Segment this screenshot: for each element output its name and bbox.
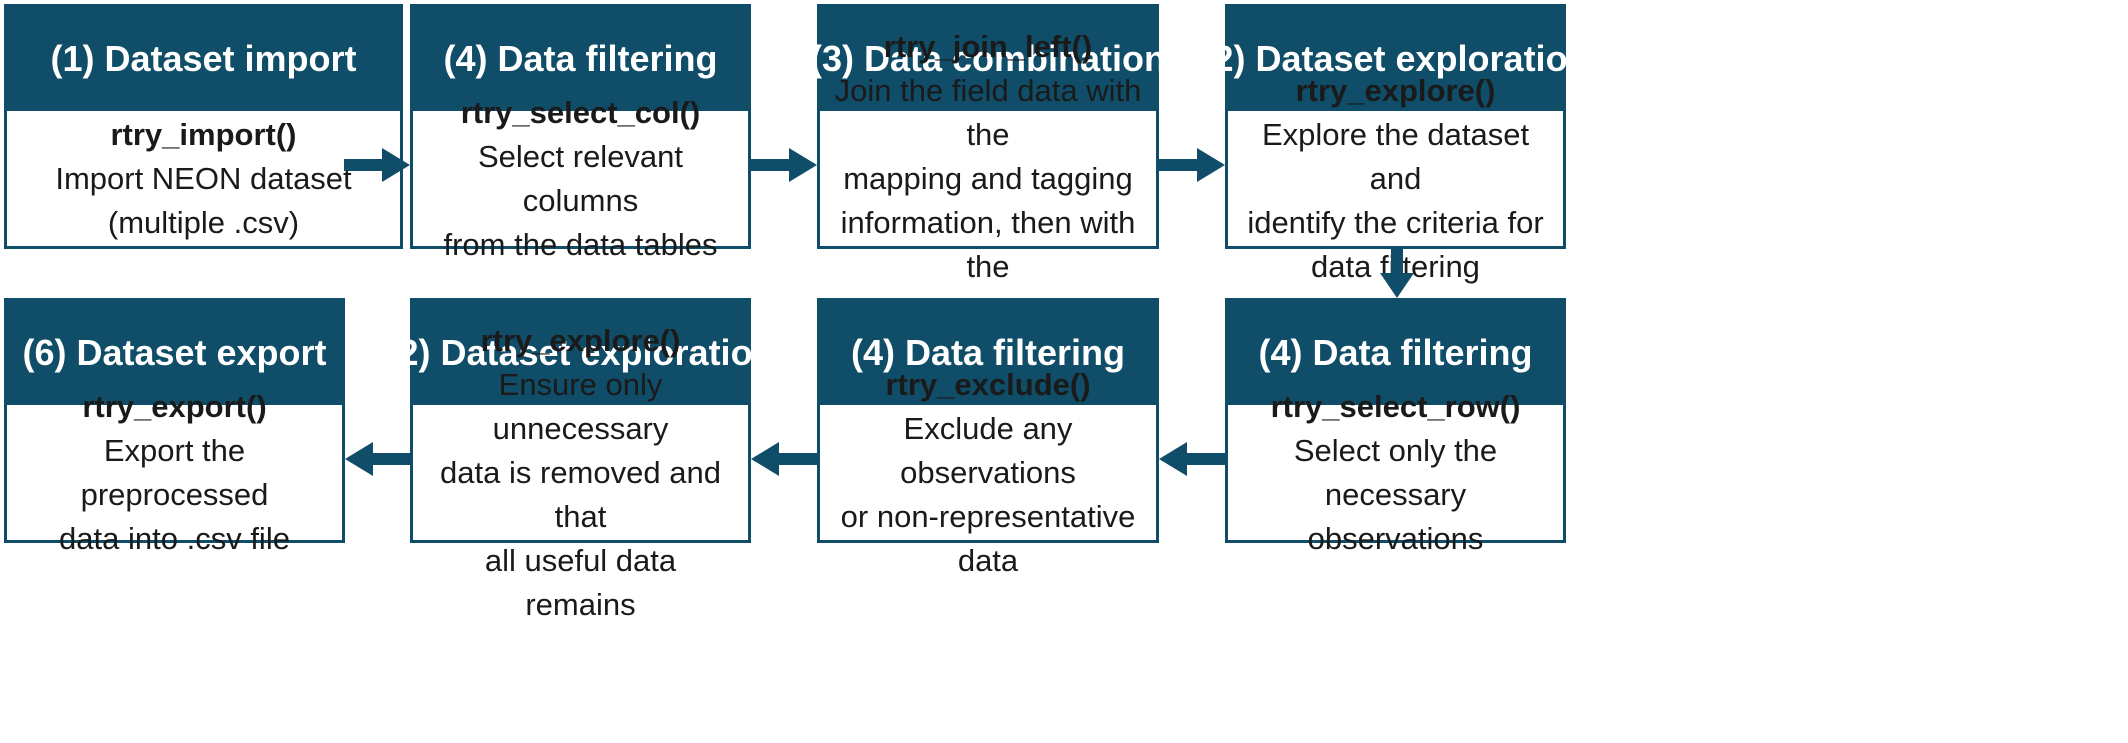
step-body: rtry_import() Import NEON dataset (multi… [7, 111, 400, 246]
step-function: rtry_export() [82, 388, 267, 424]
step-dataset-export: (6) Dataset export rtry_export() Export … [4, 298, 345, 556]
arrow-left-icon [751, 442, 817, 476]
step-dataset-exploration-final: (2) Dataset exploration rtry_explore() E… [386, 298, 775, 622]
step-body: rtry_exclude() Exclude any observations … [820, 367, 1156, 578]
step-data-filtering-rows: (4) Data filtering rtry_select_row() Sel… [1225, 298, 1566, 556]
step-title: (2) Dataset exploration [1201, 7, 1590, 111]
step-data-filtering-columns: (4) Data filtering rtry_select_col() Sel… [410, 4, 751, 262]
step-title: (3) Data combination [810, 7, 1166, 111]
step-body: rtry_explore() Ensure only unnecessary d… [413, 323, 748, 622]
step-function: rtry_explore() [480, 322, 681, 358]
step-description: Select relevant columns from the data ta… [443, 138, 718, 262]
step-description: Import NEON dataset (multiple .csv) [55, 160, 352, 240]
step-body: rtry_join_left() Join the field data wit… [820, 29, 1156, 328]
step-body: rtry_select_col() Select relevant column… [413, 95, 748, 262]
step-title: (6) Dataset export [7, 301, 342, 405]
step-title: (4) Data filtering [413, 7, 748, 111]
step-dataset-exploration-initial: (2) Dataset exploration rtry_explore() E… [1201, 4, 1590, 284]
step-data-filtering-exclude: (4) Data filtering rtry_exclude() Exclud… [817, 298, 1159, 578]
step-description: Exclude any observations or non-represen… [840, 410, 1136, 578]
step-function: rtry_select_row() [1270, 388, 1521, 424]
step-title: (1) Dataset import [7, 7, 400, 111]
step-function: rtry_explore() [1295, 72, 1496, 108]
step-body: rtry_select_row() Select only the necess… [1228, 389, 1563, 556]
step-function: rtry_join_left() [883, 28, 1093, 64]
step-function: rtry_exclude() [885, 366, 1091, 402]
arrow-left-icon [1159, 442, 1225, 476]
arrow-left-icon [345, 442, 410, 476]
step-description: Ensure only unnecessary data is removed … [440, 366, 721, 622]
step-title: (2) Dataset exploration [386, 301, 775, 405]
step-function: rtry_import() [110, 116, 297, 152]
step-title: (4) Data filtering [1228, 301, 1563, 405]
arrow-right-icon [751, 148, 817, 182]
arrow-right-icon [344, 148, 410, 182]
arrow-down-icon [1380, 249, 1414, 298]
step-data-combination: (3) Data combination rtry_join_left() Jo… [810, 4, 1166, 328]
step-description: Explore the dataset and identify the cri… [1247, 116, 1544, 284]
step-body: rtry_explore() Explore the dataset and i… [1228, 73, 1563, 284]
step-title: (4) Data filtering [820, 301, 1156, 405]
arrow-right-icon [1159, 148, 1225, 182]
step-function: rtry_select_col() [460, 94, 701, 130]
step-description: Select only the necessary observations [1293, 432, 1498, 556]
step-description: Join the field data with the mapping and… [834, 72, 1142, 328]
step-dataset-import: (1) Dataset import rtry_import() Import … [4, 4, 403, 249]
step-body: rtry_export() Export the preprocessed da… [7, 389, 342, 556]
step-description: Export the preprocessed data into .csv f… [59, 432, 290, 556]
